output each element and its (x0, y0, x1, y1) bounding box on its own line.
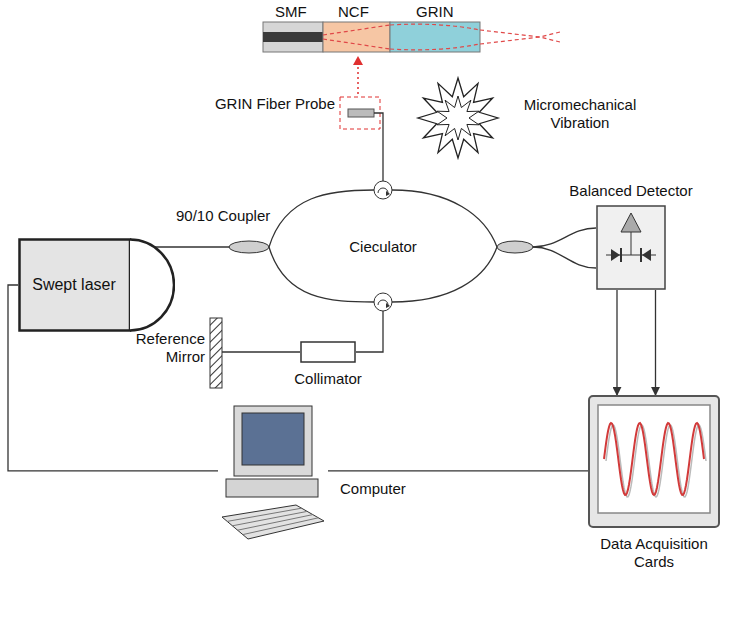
drawing-part (374, 181, 392, 199)
part-label: SMF (275, 3, 307, 21)
drawing-part (323, 39, 390, 49)
beam-lines (323, 24, 560, 50)
collimator-box: Collimator (300, 341, 356, 363)
drawing-part (269, 247, 374, 302)
photodiode-symbol (640, 248, 642, 262)
drawing-part (323, 22, 390, 52)
drawing-part (533, 228, 596, 247)
reference-mirror (210, 318, 222, 388)
detector-box-shape (596, 205, 666, 290)
circulator-symbol (374, 181, 392, 199)
photodiode-symbol (642, 249, 651, 261)
circulator-symbol (374, 293, 392, 311)
drawing-part (392, 247, 497, 302)
monitor (234, 406, 312, 476)
daq-screen (598, 405, 710, 513)
probe-zoom (263, 22, 560, 52)
drawing-part (386, 303, 390, 308)
computer-icon-shape (218, 405, 328, 545)
node-label: Computer (340, 480, 406, 498)
coupler-symbol (229, 241, 269, 253)
part-label: GRIN Fiber Probe (200, 95, 335, 113)
laser-box: Swept laser (18, 238, 175, 332)
part-label: Reference Mirror (110, 330, 205, 366)
node-label: Data Acquisition Cards (579, 535, 729, 571)
signal-shadow (606, 425, 706, 497)
node-label: Balanced Detector (569, 182, 692, 200)
detector-housing (597, 206, 665, 289)
computer-icon: Computer (218, 405, 328, 545)
monitor-screen (242, 413, 304, 465)
drawing-part (390, 24, 480, 30)
drawing-part (263, 32, 323, 42)
drawing-part (374, 293, 392, 311)
drawing-part (263, 22, 323, 52)
vibration-starburst (418, 78, 498, 158)
part-label: Cieculator (333, 238, 433, 256)
photodiode-symbol (620, 248, 622, 262)
source-fiber (155, 246, 230, 247)
probe-body (348, 109, 374, 117)
detector-wire (631, 232, 632, 255)
drawing-part (390, 44, 480, 50)
part-label: NCF (338, 3, 369, 21)
laser-body (20, 240, 131, 331)
daq-housing (589, 396, 719, 527)
laser-output (130, 240, 174, 331)
zoom-pointer (357, 64, 359, 94)
collimator-box-shape (300, 341, 356, 363)
sample-fiber (374, 113, 383, 181)
coupler-symbol (497, 241, 533, 253)
part-label: Micromechanical Vibration (505, 96, 655, 132)
collimator-body (301, 342, 355, 362)
drawing-part (390, 22, 480, 52)
daq-card: Data Acquisition Cards (588, 395, 720, 528)
node-label: Collimator (294, 370, 362, 388)
detector-box: Balanced Detector (596, 205, 666, 290)
drawing-part (480, 37, 560, 44)
drawing-part (533, 247, 596, 268)
photodiode-symbol (611, 249, 620, 261)
drawing-part (323, 25, 390, 35)
daq-card-shape (588, 395, 720, 528)
part-label: GRIN (416, 3, 454, 21)
drawing-part (386, 191, 390, 196)
amplifier-symbol (621, 213, 641, 232)
drawing-part (356, 311, 383, 352)
drawing-part (480, 30, 560, 37)
node-label: Swept laser (32, 275, 116, 294)
interference-signal (604, 423, 704, 495)
part-label: 90/10 Coupler (176, 207, 270, 225)
interferometer-fibers (222, 190, 596, 352)
computer-case (226, 479, 318, 497)
keyboard (222, 505, 324, 539)
signal-connector (655, 290, 656, 395)
vibration-starburst-inner (437, 96, 479, 140)
keyboard-keys (243, 518, 319, 535)
zoom-arrowhead (353, 56, 363, 65)
drawing-part (222, 351, 300, 352)
signal-connector (616, 290, 617, 395)
signal-connector (328, 470, 588, 471)
